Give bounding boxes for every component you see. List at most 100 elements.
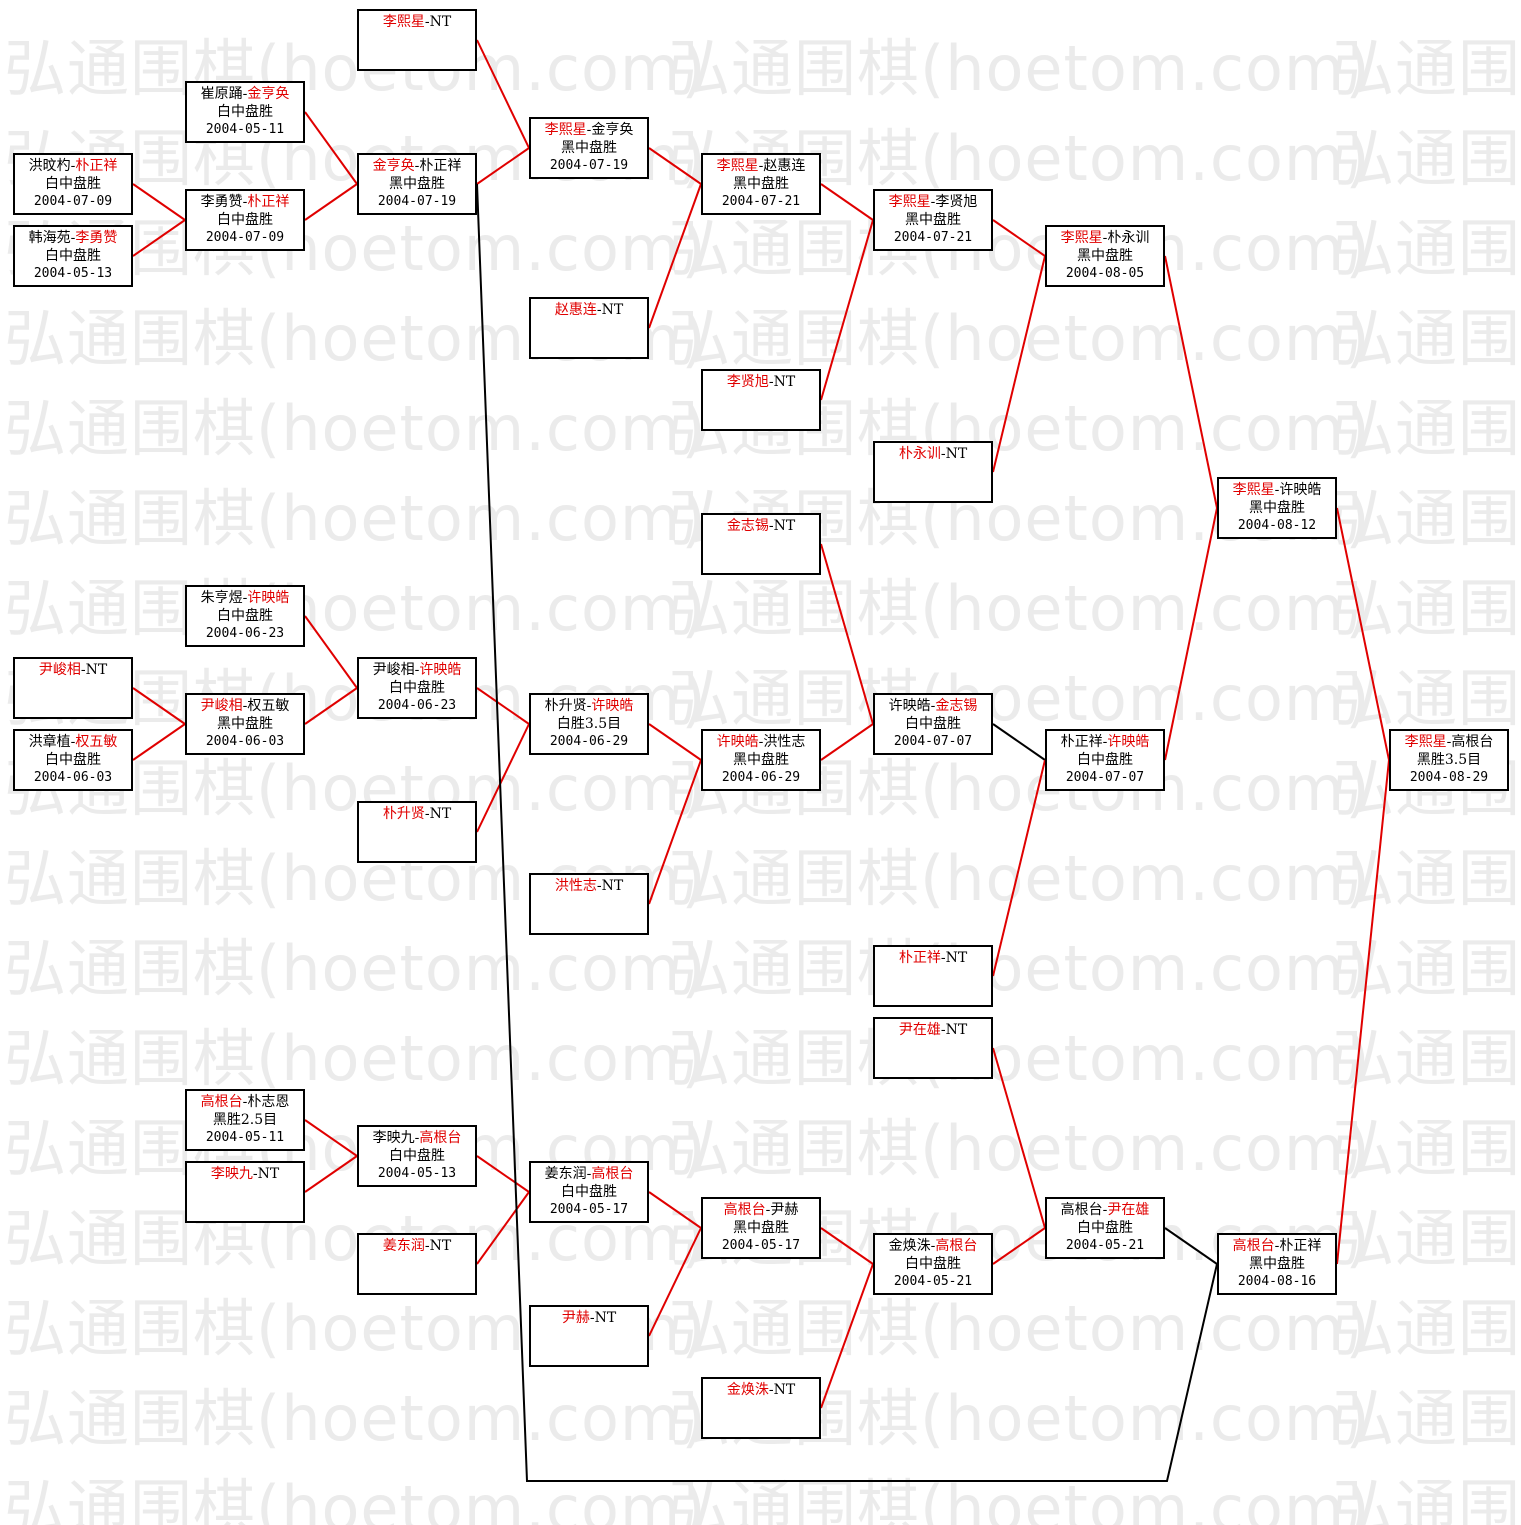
vs-dash: - <box>586 698 592 714</box>
bye-box[interactable]: 姜东润-NT <box>357 1233 477 1295</box>
player-white: 高根台 <box>419 1130 462 1146</box>
players-line: 李熙星-NT <box>359 13 475 31</box>
player-black: 金焕洙 <box>726 1382 769 1398</box>
player-white: 许映皓 <box>1279 482 1322 498</box>
game-result: 白中盘胜 <box>389 680 445 696</box>
players-line: 朴永训-NT <box>875 445 991 463</box>
winner-connector <box>132 183 186 221</box>
player-white: 朴志恩 <box>247 1094 290 1110</box>
bye-box[interactable]: 朴永训-NT <box>873 441 993 503</box>
vs-dash: - <box>765 1202 771 1218</box>
vs-dash: - <box>768 374 774 390</box>
player-black: 韩海苑 <box>28 230 71 246</box>
winner-connector <box>820 219 874 401</box>
bye-box[interactable]: 尹峻相-NT <box>13 657 133 719</box>
player-black: 金亨奂 <box>372 158 415 174</box>
bye-box[interactable]: 金焕洙-NT <box>701 1377 821 1439</box>
player-black: 朱亨煜 <box>200 590 243 606</box>
game-result: 黑中盘胜 <box>733 1220 789 1236</box>
bye-box[interactable]: 金志锡-NT <box>701 513 821 575</box>
players-line: 金焕洙-NT <box>703 1381 819 1399</box>
connector <box>476 183 1218 1482</box>
game-date: 2004-07-21 <box>893 230 973 245</box>
player-black: 李熙星 <box>1060 230 1103 246</box>
bye-box[interactable]: 尹赫-NT <box>529 1305 649 1367</box>
game-date: 2004-05-13 <box>33 266 113 281</box>
game-date: 2004-05-21 <box>1065 1238 1145 1253</box>
game-date: 2004-07-09 <box>205 230 285 245</box>
player-white: 李贤旭 <box>935 194 978 210</box>
winner-connector <box>648 1227 702 1337</box>
bye-box[interactable]: 李贤旭-NT <box>701 369 821 431</box>
bye-box[interactable]: 尹在雄-NT <box>873 1017 993 1079</box>
winner-connector <box>648 147 702 185</box>
bye-box[interactable]: 李熙星-NT <box>357 9 477 71</box>
vs-dash: - <box>768 1382 774 1398</box>
game-result: 黑胜3.5目 <box>1416 752 1482 768</box>
player-black: 金焕洙 <box>888 1238 931 1254</box>
bye-box[interactable]: 赵惠连-NT <box>529 297 649 359</box>
vs-dash: - <box>242 86 248 102</box>
players-line: 崔原踊-金亨奂 <box>187 85 303 103</box>
bye-label: NT <box>945 1022 968 1038</box>
bye-box[interactable]: 朴正祥-NT <box>873 945 993 1007</box>
player-white: 金亨奂 <box>591 122 634 138</box>
players-line: 朴升贤-许映皓 <box>531 697 647 715</box>
players-line: 赵惠连-NT <box>531 301 647 319</box>
player-black: 高根台 <box>1060 1202 1103 1218</box>
bye-box[interactable]: 朴升贤-NT <box>357 801 477 863</box>
vs-dash: - <box>242 698 248 714</box>
players-line: 尹在雄-NT <box>875 1021 991 1039</box>
vs-dash: - <box>930 194 936 210</box>
player-white: 许映皓 <box>419 662 462 678</box>
players-line: 高根台-尹赫 <box>703 1201 819 1219</box>
bye-box[interactable]: 洪性志-NT <box>529 873 649 935</box>
players-line: 许映皓-金志锡 <box>875 697 991 715</box>
winner-connector <box>476 39 530 149</box>
game-date: 2004-05-17 <box>549 1202 629 1217</box>
bye-label: NT <box>429 1238 452 1254</box>
player-black: 金志锡 <box>726 518 769 534</box>
winner-connector <box>476 687 530 725</box>
winner-connector <box>992 255 1046 473</box>
vs-dash: - <box>1102 734 1108 750</box>
game-date: 2004-05-11 <box>205 1130 285 1145</box>
player-white: 许映皓 <box>247 590 290 606</box>
winner-connector <box>992 1047 1046 1229</box>
bye-box[interactable]: 李映九-NT <box>185 1161 305 1223</box>
player-black: 姜东润 <box>382 1238 425 1254</box>
players-line: 李映九-高根台 <box>359 1129 475 1147</box>
player-black: 朴正祥 <box>898 950 941 966</box>
winner-connector <box>304 1119 358 1157</box>
player-black: 姜东润 <box>544 1166 587 1182</box>
vs-dash: - <box>424 14 430 30</box>
game-result: 黑中盘胜 <box>217 716 273 732</box>
player-black: 洪章植 <box>28 734 71 750</box>
